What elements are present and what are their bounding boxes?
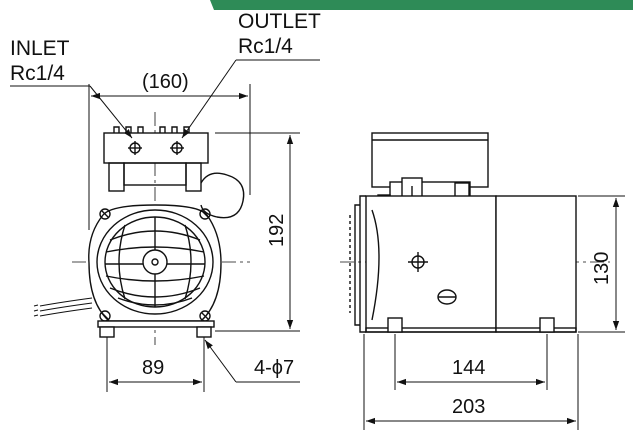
- dimension-front-height: 192: [266, 214, 288, 247]
- dimension-mount-holes: 4-ϕ7: [254, 357, 294, 379]
- side-view: [340, 132, 610, 333]
- side-dimensions: [363, 195, 625, 430]
- header-accent-bar: [210, 0, 633, 10]
- outlet-title-label: OUTLET: [238, 10, 321, 33]
- front-view: [33, 112, 250, 345]
- inlet-title-label: INLET: [10, 37, 70, 60]
- outlet-thread-label: Rc1/4: [238, 35, 293, 58]
- front-dimensions: [10, 59, 320, 392]
- dimension-side-length: 203: [452, 396, 485, 418]
- dimension-side-foot-spacing: 144: [452, 357, 485, 379]
- dimension-side-height: 130: [591, 252, 613, 285]
- dimension-front-width: (160): [142, 71, 189, 93]
- dimension-foot-spacing: 89: [142, 357, 164, 379]
- inlet-thread-label: Rc1/4: [10, 62, 65, 85]
